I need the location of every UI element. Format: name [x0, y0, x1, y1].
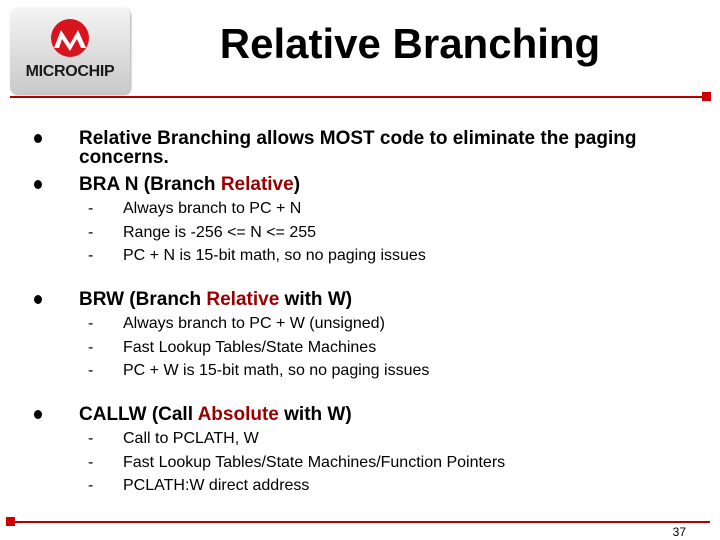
dash-icon: -: [88, 477, 94, 494]
logo-mark-circle: [51, 19, 89, 57]
bullet-text: BRA N (Branch: [79, 174, 221, 195]
page-number: 37: [672, 525, 686, 539]
page-title: Relative Branching: [219, 20, 601, 67]
bullet-dot-icon: [34, 134, 42, 143]
dash-icon: -: [88, 454, 94, 471]
bullet-highlight: Absolute: [197, 404, 279, 425]
dash-icon: -: [88, 200, 94, 217]
microchip-logo: MICROCHIP: [10, 8, 130, 94]
dash-icon: -: [88, 247, 94, 264]
microchip-mark-icon: [51, 19, 89, 57]
sub-bullet-text: Always branch to PC + N: [123, 200, 302, 217]
title-divider: [10, 96, 710, 98]
bullet-text: BRW (Branch: [79, 289, 207, 310]
bullet-dot-icon: [34, 295, 42, 304]
sub-bullet-text: Always branch to PC + W (unsigned): [123, 315, 385, 332]
dash-icon: -: [88, 315, 94, 332]
sub-bullet-text: Range is -256 <= N <= 255: [123, 224, 317, 241]
dash-icon: -: [88, 362, 94, 379]
dash-icon: -: [88, 224, 94, 241]
sub-bullet-text: Call to PCLATH, W: [123, 430, 259, 447]
footer-divider: [10, 521, 710, 523]
bullet-text-line: Relative Branching allows MOST code to e…: [79, 128, 637, 149]
bullet-highlight: Relative: [206, 289, 280, 310]
bullet-dot-icon: [34, 180, 42, 189]
bullet-text: ): [293, 174, 301, 195]
bullet-highlight: Relative: [220, 174, 294, 195]
divider-end-square: [6, 517, 15, 526]
bullet-dot-icon: [34, 410, 42, 419]
sub-bullet-text: Fast Lookup Tables/State Machines: [123, 339, 377, 356]
bullet-text: with W): [279, 289, 353, 310]
bullet-text: with W): [278, 404, 352, 425]
dash-icon: -: [88, 430, 94, 447]
logo-wordmark: MICROCHIP: [25, 63, 115, 80]
sub-bullet-text: PC + W is 15-bit math, so no paging issu…: [123, 362, 430, 379]
sub-bullet-text: PC + N is 15-bit math, so no paging issu…: [123, 247, 426, 264]
bullet-text: CALLW (Call: [79, 404, 198, 425]
bullet-text-line: concerns.: [79, 147, 169, 168]
sub-bullet-text: PCLATH:W direct address: [123, 477, 310, 494]
divider-end-square: [702, 92, 711, 101]
logo-mark-m: [54, 30, 86, 51]
dash-icon: -: [88, 339, 94, 356]
sub-bullet-text: Fast Lookup Tables/State Machines/Functi…: [123, 454, 506, 471]
